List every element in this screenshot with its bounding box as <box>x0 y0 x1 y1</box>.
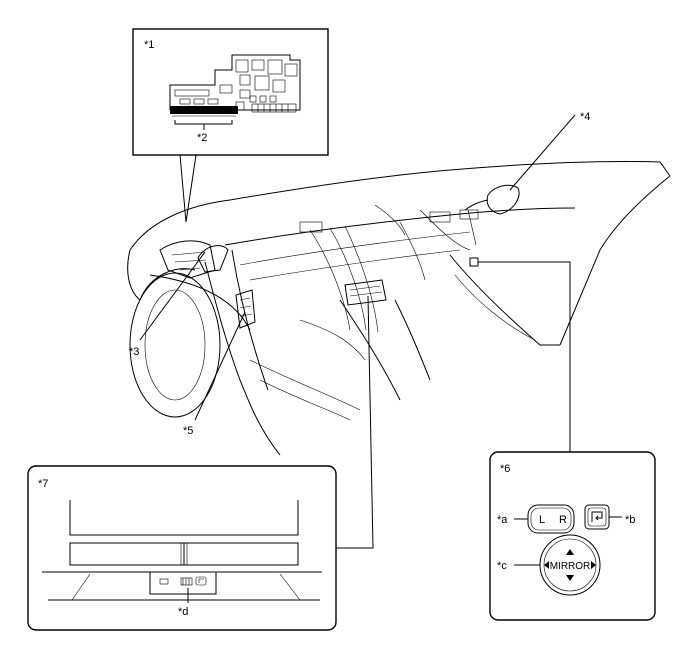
engine-room-components <box>159 240 229 279</box>
inset-1-fuse-box: *1 *2 <box>132 28 329 156</box>
retract-icon <box>591 511 603 522</box>
callout-6: *6 <box>500 463 510 475</box>
mirror-switch-location <box>469 257 479 267</box>
inset-7-frame <box>27 465 337 631</box>
left-arrow-icon <box>544 561 549 569</box>
connector-2 <box>170 106 238 114</box>
fuse-row <box>251 103 297 113</box>
lr-right-label: R <box>559 514 567 526</box>
defogger-icon <box>180 577 193 586</box>
callout-3: *3 <box>129 346 139 358</box>
callout-1: *1 <box>144 39 154 51</box>
inset-6-mirror-switch: *6 L R *a *b MIRROR *c <box>489 451 656 621</box>
callout-b: *b <box>625 514 635 526</box>
right-arrow-icon <box>591 561 596 569</box>
vehicle-interior-drawing <box>127 160 671 456</box>
mirror-heater-icon <box>195 576 207 586</box>
inset-1-frame <box>132 28 329 156</box>
callout-5: *5 <box>183 425 193 437</box>
callout-7: *7 <box>38 478 48 490</box>
callout-d: *d <box>178 606 188 618</box>
up-arrow-icon <box>566 549 574 555</box>
callout-c: *c <box>497 560 507 572</box>
leader-lines <box>139 114 576 549</box>
mirror-label: MIRROR <box>550 561 591 572</box>
down-arrow-icon <box>566 575 574 581</box>
inset-7-console: *7 *d <box>27 465 337 631</box>
console-panel-right <box>183 542 299 566</box>
callout-2: *2 <box>197 132 207 144</box>
callout-a: *a <box>497 514 508 526</box>
console-control-panel <box>344 279 387 306</box>
callout-4: *4 <box>580 111 590 123</box>
inset-6-frame <box>489 451 656 621</box>
lr-left-label: L <box>539 514 545 526</box>
rear-defogger-switch-module <box>149 571 217 595</box>
